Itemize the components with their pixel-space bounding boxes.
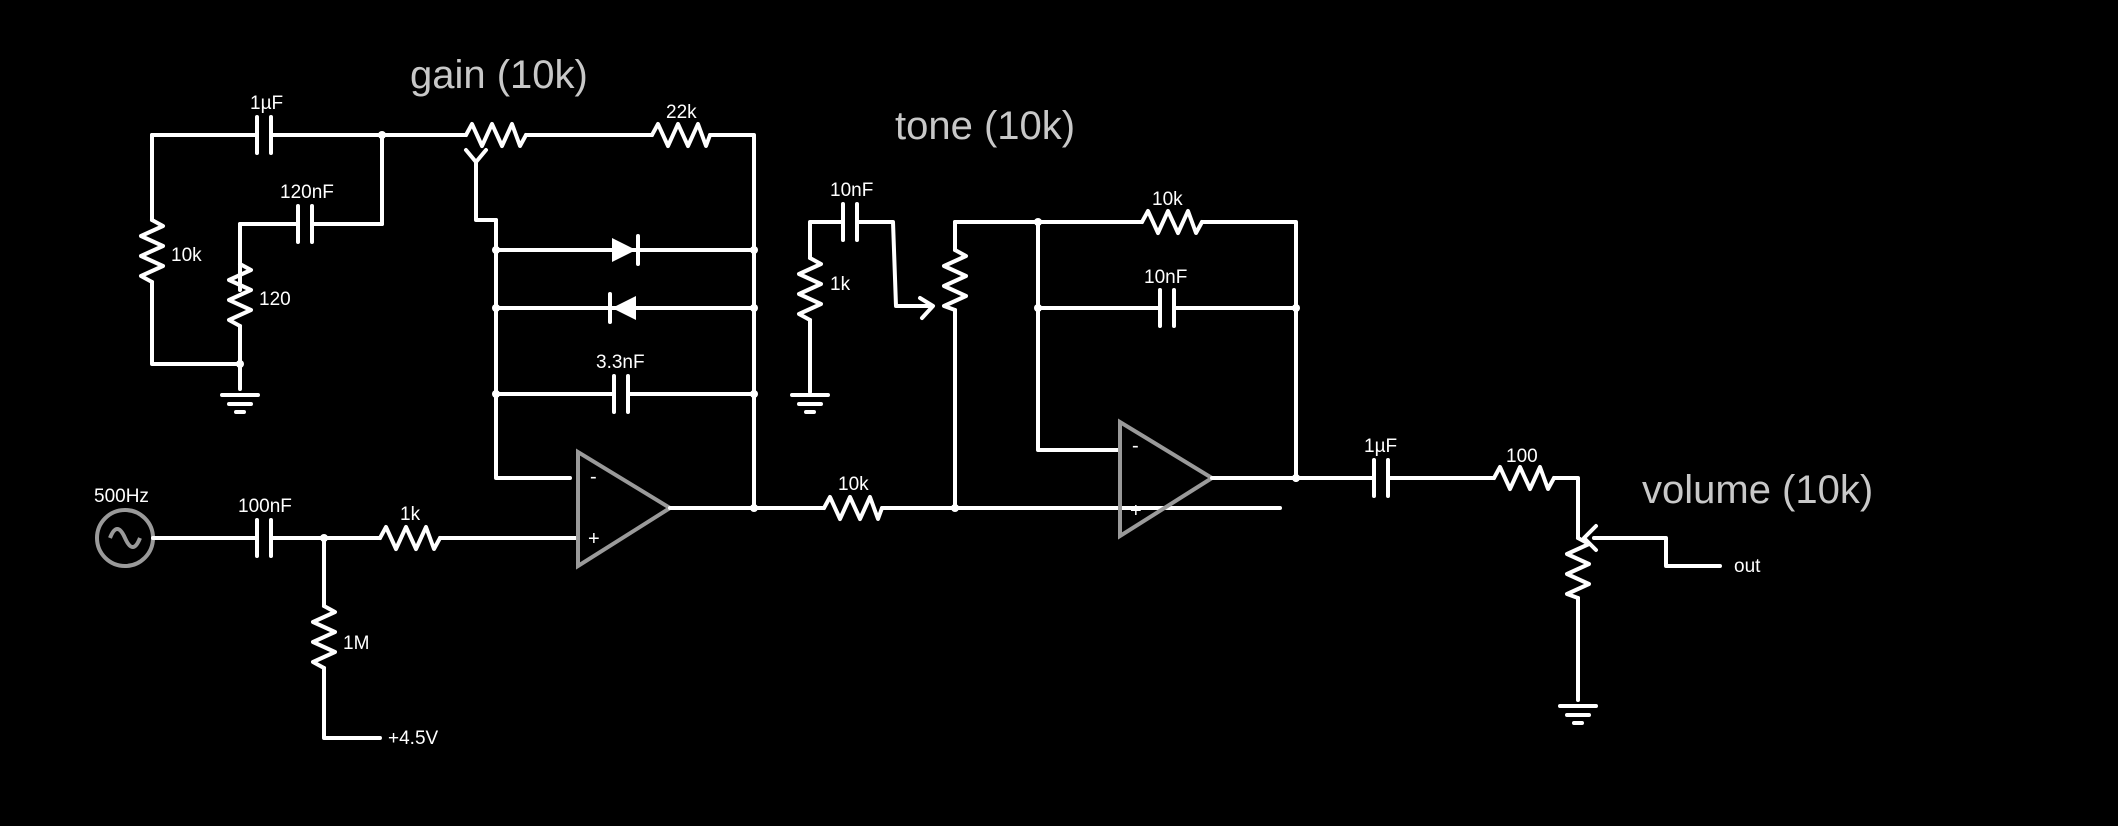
opamp-plus-sign: + (1130, 500, 1142, 522)
opamp-minus-sign: - (1132, 435, 1139, 457)
source-label: 500Hz (94, 486, 149, 507)
resistor-label: 10k (171, 245, 202, 266)
potentiometer-tone: tone (10k) (895, 104, 1075, 320)
tone-pot-label: tone (10k) (895, 104, 1075, 148)
potentiometer-gain: gain (10k) (410, 53, 588, 222)
resistor-100: 100 (1492, 446, 1556, 491)
resistor-120: 120 (227, 222, 291, 366)
resistor-label: 10k (838, 474, 869, 495)
capacitor-10nf-tone: 10nF (830, 180, 873, 242)
clipping-network-wires (494, 218, 756, 480)
resistor-label: 22k (666, 102, 697, 123)
resistor-10k-left: 10k (139, 218, 202, 284)
output-wires (1210, 474, 1722, 702)
ground-symbol-volume (1558, 704, 1598, 725)
cap-label: 3.3nF (596, 352, 645, 373)
resistor-label: 10k (1152, 189, 1183, 210)
resistor-label: 1k (400, 504, 421, 525)
junction-dots-gain (236, 131, 758, 512)
opamp2-feedback-wires (1034, 218, 1300, 482)
output-label: out (1734, 556, 1761, 577)
resistor-10k-feedback: 10k (1140, 189, 1204, 235)
potentiometer-volume: volume (10k) (1565, 468, 1873, 600)
opamp-tone-buffer: - + (1118, 418, 1216, 540)
cap-label: 1µF (1364, 436, 1397, 457)
resistor-1k-tone: 1k (797, 256, 851, 322)
tone-wires (808, 220, 1144, 512)
resistor-label: 1M (343, 633, 369, 654)
capacitor-100nf: 100nF (238, 496, 292, 558)
resistor-10k-mid: 10k (822, 474, 884, 521)
resistor-1k-input: 1k (378, 504, 442, 551)
diode-reverse (608, 292, 636, 324)
diode-forward (612, 234, 640, 266)
cap-label: 120nF (280, 182, 334, 203)
cap-label: 1µF (250, 93, 283, 114)
capacitor-3n3: 3.3nF (596, 352, 645, 414)
volume-pot-label: volume (10k) (1642, 468, 1873, 512)
cap-label: 100nF (238, 496, 292, 517)
opamp-gain: - + (576, 448, 674, 570)
resistor-label: 120 (259, 289, 291, 310)
resistor-1m: 1M (311, 604, 369, 670)
capacitor-1uf-output: 1µF (1364, 436, 1397, 498)
capacitor-1uf-gain: 1µF (250, 93, 283, 155)
capacitor-120nf: 120nF (280, 182, 334, 244)
gain-pot-label: gain (10k) (410, 53, 588, 97)
opamp-plus-sign: + (588, 528, 600, 550)
capacitor-10nf-feedback: 10nF (1144, 267, 1187, 328)
resistor-label: 100 (1506, 446, 1538, 467)
cap-label: 10nF (1144, 267, 1187, 288)
input-wires (151, 534, 578, 740)
signal-source-500hz: 500Hz (94, 486, 155, 568)
opamp-minus-sign: - (590, 466, 597, 488)
cap-label: 10nF (830, 180, 873, 201)
gain-network-wires (150, 133, 756, 510)
ground-symbol-tone (790, 393, 830, 414)
resistor-22k: 22k (650, 102, 712, 148)
resistor-label: 1k (830, 274, 851, 295)
ground-symbol-gain (220, 393, 260, 414)
bias-voltage-label: +4.5V (388, 728, 439, 749)
